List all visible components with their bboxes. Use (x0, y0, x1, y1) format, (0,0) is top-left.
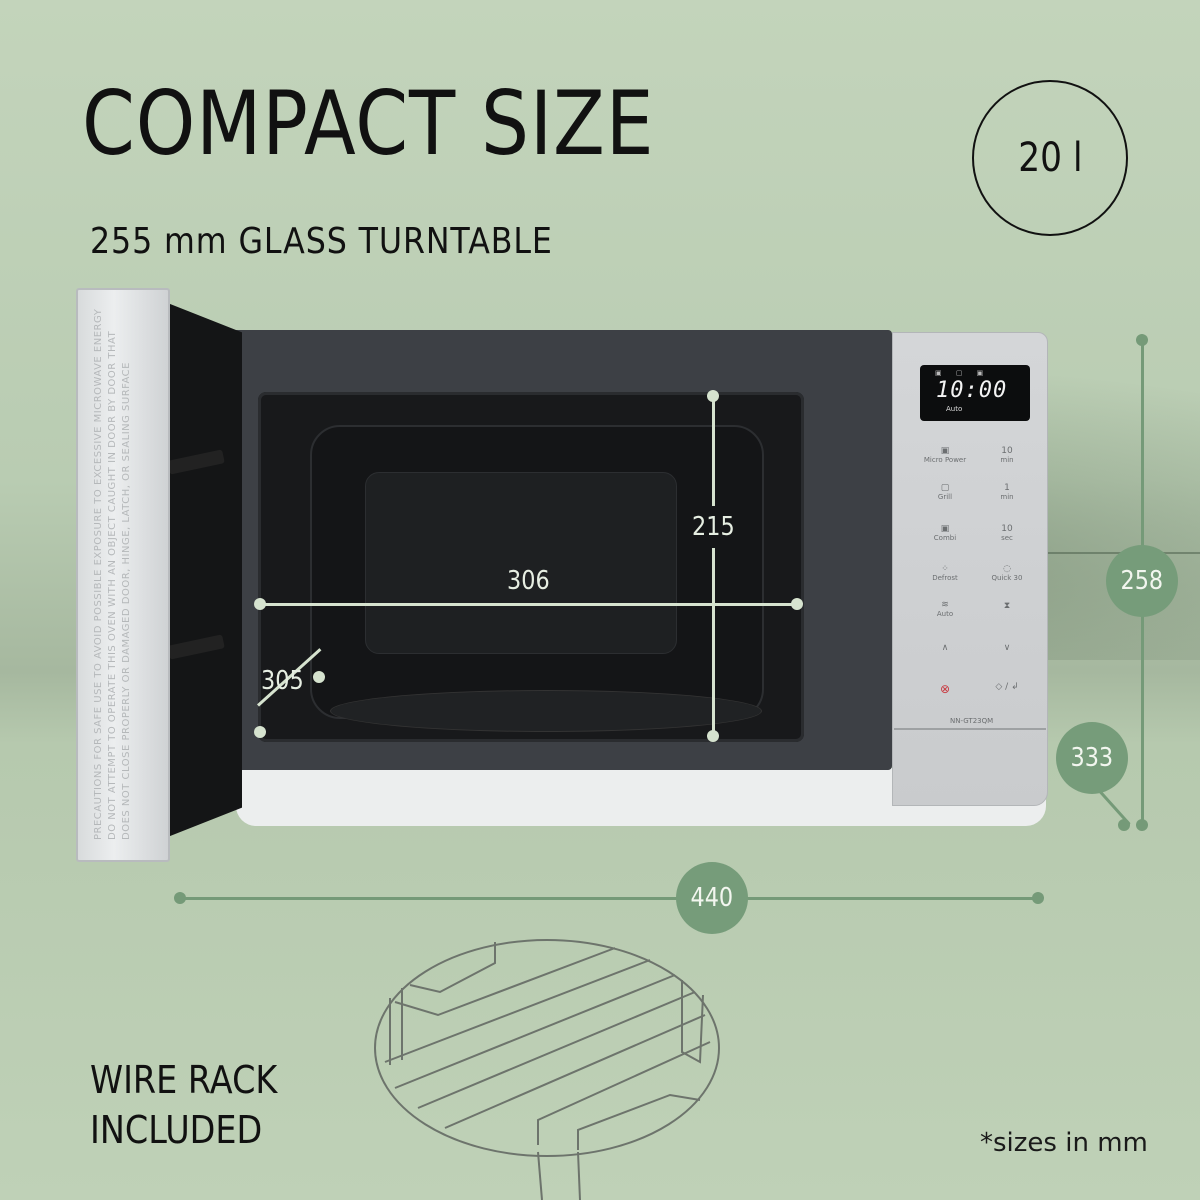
display-mode: Auto (946, 405, 963, 413)
units-footnote: *sizes in mm (980, 1128, 1148, 1158)
height-dimension-line (712, 396, 715, 506)
dimension-dot (254, 598, 266, 610)
button-defrost[interactable]: ⁘ Defrost (915, 564, 975, 582)
height-dimension-line (712, 548, 715, 736)
button-label: Micro Power (923, 456, 967, 464)
button-sublabel: min (1000, 456, 1014, 464)
interior-height-label: 215 (692, 512, 735, 542)
exterior-height-value: 258 (1120, 566, 1164, 596)
panel-divider (894, 728, 1046, 730)
interior-depth-label: 305 (261, 666, 304, 696)
glass-turntable (330, 690, 762, 732)
hourglass-icon: ⧗ (1003, 601, 1011, 611)
button-label: Defrost (932, 574, 958, 582)
button-10-min[interactable]: 10 min (977, 446, 1037, 464)
button-down[interactable]: ∨ (977, 643, 1037, 653)
button-label: 1 (1004, 483, 1010, 493)
microwave-door[interactable] (76, 288, 170, 862)
dimension-dot (707, 730, 719, 742)
button-label: Grill (937, 493, 953, 501)
button-sublabel: sec (1001, 534, 1013, 542)
button-micro-power[interactable]: ▣ Micro Power (915, 446, 975, 464)
exterior-depth-badge: 333 (1056, 722, 1128, 794)
button-grill[interactable]: ▢ Grill (915, 483, 975, 501)
dimension-dot (254, 726, 266, 738)
dimension-dot (791, 598, 803, 610)
door-warning-text: PRECAUTIONS FOR SAFE USE TO AVOID POSSIB… (93, 308, 132, 840)
button-label: Quick 30 (991, 574, 1023, 582)
combi-icon: ▣ (940, 524, 950, 534)
button-timer[interactable]: ⧗ (977, 601, 1037, 611)
button-start[interactable]: ◇ / ↲ (977, 682, 1037, 692)
interior-width-label: 306 (507, 566, 550, 596)
width-dimension-line (260, 603, 797, 606)
dimension-dot (1136, 819, 1148, 831)
dimension-dot (1118, 819, 1130, 831)
door-inner-panel (160, 300, 242, 840)
display-time: 10:00 (936, 378, 1008, 403)
exterior-height-badge: 258 (1106, 545, 1178, 617)
display-mode-icons: ▣ ▢ ▣ (935, 369, 990, 377)
dimension-dot (174, 892, 186, 904)
headline: COMPACT SIZE (82, 72, 655, 175)
button-sublabel: min (1000, 493, 1014, 501)
microwave-icon: ▣ (940, 446, 950, 456)
button-auto[interactable]: ≋ Auto (915, 600, 975, 618)
display-screen (920, 365, 1030, 421)
wire-rack-label: WIRE RACK INCLUDED (90, 1055, 277, 1155)
button-label: 10 (1001, 524, 1013, 534)
wire-rack-illustration (374, 939, 720, 1200)
dimension-dot (1032, 892, 1044, 904)
button-up[interactable]: ∧ (915, 643, 975, 653)
capacity-value: 20 l (1017, 135, 1083, 181)
chevron-down-icon: ∨ (1003, 643, 1011, 653)
button-label: 10 (1001, 446, 1013, 456)
exterior-width-value: 440 (690, 883, 734, 913)
cavity-back-panel (365, 472, 677, 654)
stop-icon: ⊗ (939, 682, 951, 696)
button-label: Auto (936, 610, 954, 618)
model-number: NN-GT23QM (950, 717, 994, 725)
chevron-up-icon: ∧ (941, 643, 949, 653)
wire-rack-label-line1: WIRE RACK (90, 1058, 278, 1102)
exterior-depth-value: 333 (1070, 743, 1114, 773)
exterior-width-badge: 440 (676, 862, 748, 934)
defrost-icon: ⁘ (941, 564, 949, 574)
dimension-dot (1136, 334, 1148, 346)
button-stop[interactable]: ⊗ (915, 682, 975, 696)
auto-steam-icon: ≋ (941, 600, 949, 610)
dimension-dot (313, 671, 325, 683)
wire-rack-label-line2: INCLUDED (90, 1108, 263, 1152)
button-10-sec[interactable]: 10 sec (977, 524, 1037, 542)
grill-icon: ▢ (940, 483, 950, 493)
exterior-width-line (180, 897, 1040, 900)
dimension-dot (707, 390, 719, 402)
capacity-badge: 20 l (972, 80, 1128, 236)
turntable-subheadline: 255 mm GLASS TURNTABLE (90, 221, 553, 262)
button-quick-30[interactable]: ◌ Quick 30 (977, 564, 1037, 582)
start-enter-icon: ◇ / ↲ (995, 682, 1019, 692)
button-1-min[interactable]: 1 min (977, 483, 1037, 501)
quick-30-icon: ◌ (1003, 564, 1011, 574)
button-label: Combi (933, 534, 957, 542)
button-combi[interactable]: ▣ Combi (915, 524, 975, 542)
